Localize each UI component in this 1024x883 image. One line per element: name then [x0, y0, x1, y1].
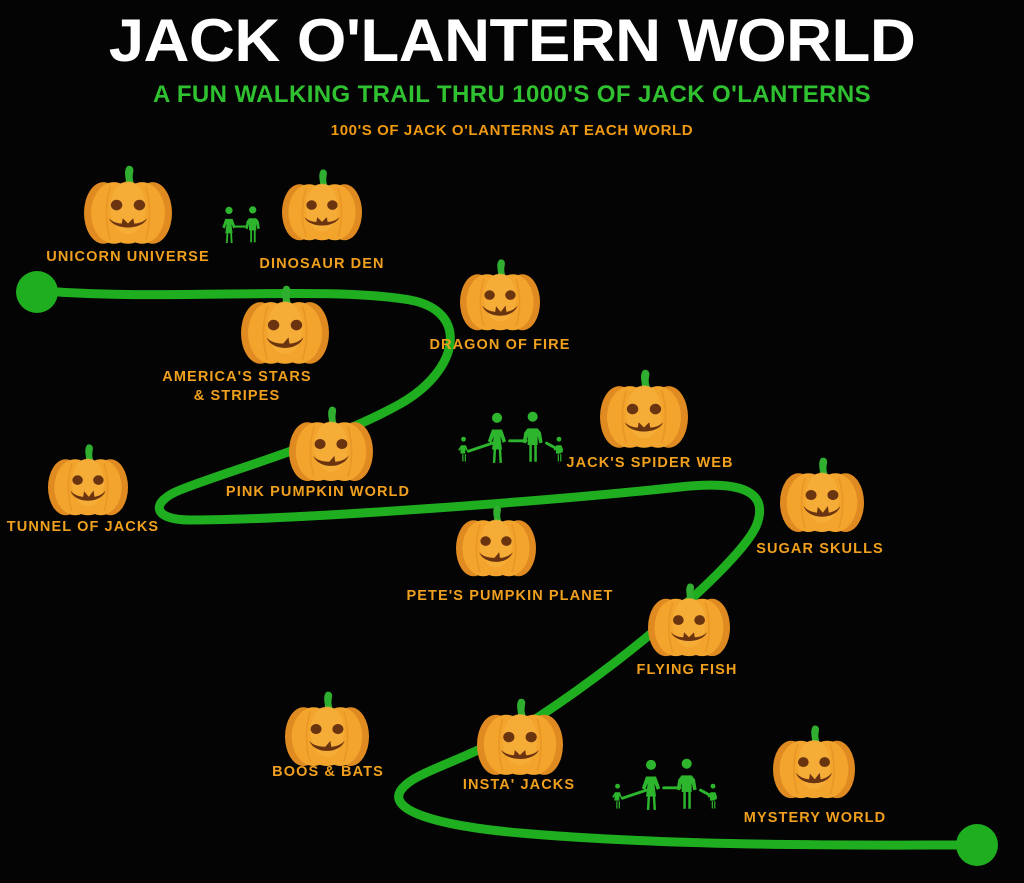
world-label: JACK'S SPIDER WEB: [566, 455, 734, 471]
family-figure: [609, 745, 724, 838]
pumpkin-marker[interactable]: [780, 456, 864, 541]
pumpkin-icon: [84, 165, 172, 244]
couple-figure: [206, 190, 276, 267]
world-label: MYSTERY WORLD: [743, 810, 887, 826]
page-subtitle: A FUN WALKING TRAIL THRU 1000'S OF JACK …: [152, 81, 872, 108]
header: JACK O'LANTERN WORLD A FUN WALKING TRAIL…: [0, 0, 1024, 140]
trail-end-marker: [956, 824, 998, 866]
pumpkin-icon: [460, 259, 540, 331]
pumpkin-icon: [285, 691, 369, 767]
pumpkin-icon: [282, 169, 362, 241]
pumpkin-marker[interactable]: [456, 504, 536, 585]
pumpkin-icon: [648, 583, 730, 657]
world-label: PINK PUMPKIN WORLD: [225, 484, 411, 500]
couple-icon: [222, 206, 260, 243]
world-label: PETE'S PUMPKIN PLANET: [406, 588, 614, 604]
world-label: DINOSAUR DEN: [259, 256, 385, 272]
family-icon: [458, 411, 564, 463]
pumpkin-marker[interactable]: [460, 258, 540, 339]
trail-start-marker: [16, 271, 58, 313]
world-label: AMERICA'S STARS & STRIPES: [162, 369, 312, 404]
pumpkin-icon: [773, 725, 855, 799]
pumpkin-icon: [780, 457, 864, 533]
pumpkin-icon: [600, 369, 688, 448]
pumpkin-marker[interactable]: [600, 368, 688, 457]
pumpkin-marker[interactable]: [282, 168, 362, 249]
pumpkin-marker[interactable]: [84, 164, 172, 253]
pumpkin-icon: [289, 406, 373, 482]
pumpkin-marker[interactable]: [773, 724, 855, 807]
page-tagline: 100'S OF JACK O'LANTERNS AT EACH WORLD: [330, 122, 694, 139]
pumpkin-marker[interactable]: [289, 405, 373, 490]
world-label: UNICORN UNIVERSE: [46, 249, 210, 265]
world-label: BOOS & BATS: [272, 764, 384, 780]
pumpkin-icon: [477, 698, 563, 775]
page-title: JACK O'LANTERN WORLD: [108, 7, 916, 74]
world-label: INSTA' JACKS: [462, 777, 576, 793]
pumpkin-marker[interactable]: [241, 284, 329, 373]
pumpkin-marker[interactable]: [48, 443, 128, 524]
world-label: FLYING FISH: [636, 662, 738, 678]
pumpkin-marker[interactable]: [648, 582, 730, 665]
world-label: SUGAR SKULLS: [756, 541, 884, 557]
world-label: TUNNEL OF JACKS: [6, 519, 160, 535]
pumpkin-icon: [456, 505, 536, 577]
pumpkin-marker[interactable]: [285, 690, 369, 775]
family-icon: [612, 758, 718, 810]
pumpkin-icon: [48, 444, 128, 516]
world-label: DRAGON OF FIRE: [429, 337, 571, 353]
family-figure: [455, 398, 570, 491]
pumpkin-icon: [241, 285, 329, 364]
pumpkin-marker[interactable]: [477, 697, 563, 784]
